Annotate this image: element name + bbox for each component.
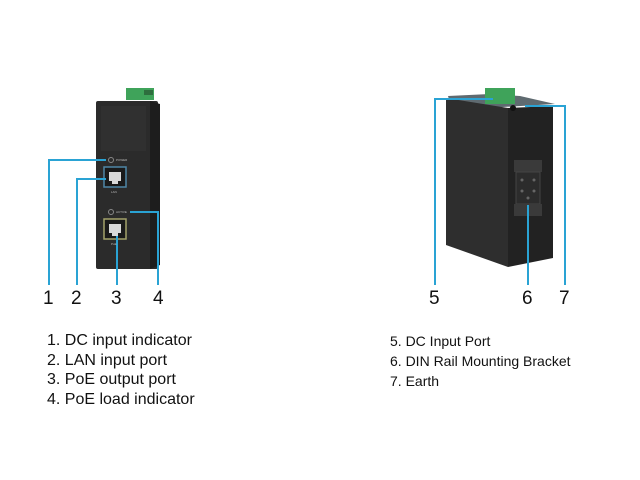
callout-line-5 [434, 98, 493, 285]
callout-number-2: 2 [71, 288, 82, 309]
callout-number-5: 5 [429, 288, 440, 309]
power-label: POWER [116, 158, 128, 162]
legend-item: 5. DC Input Port [390, 333, 491, 349]
side-device [446, 88, 555, 267]
callout-line-7 [525, 105, 566, 285]
callout-number-6: 6 [522, 288, 533, 309]
poe-label: PoE [111, 242, 117, 246]
side-callout-lines [434, 98, 566, 285]
legend-item: 1. DC input indicator [47, 332, 192, 349]
legend-side: 5. DC Input Port 6. DIN Rail Mounting Br… [390, 331, 571, 391]
earth-screw-icon [510, 105, 516, 111]
legend-front: 1. DC input indicator 2. LAN input port … [47, 331, 195, 409]
callout-number-7: 7 [559, 288, 570, 309]
legend-item: 2. LAN input port [47, 351, 168, 369]
front-callout-lines [48, 159, 159, 285]
active-led-icon [108, 209, 114, 215]
callout-line-4 [130, 211, 159, 285]
callout-line-1 [48, 159, 106, 285]
callout-line-2 [76, 178, 106, 285]
callout-number-3: 3 [111, 288, 122, 309]
power-led-icon [108, 157, 114, 163]
legend-item: 7. Earth [390, 373, 440, 389]
lan-label: LAN [111, 190, 117, 194]
callout-number-1: 1 [43, 288, 54, 309]
callout-number-4: 4 [153, 288, 164, 309]
side-terminal-block [485, 88, 515, 104]
side-device-panel [446, 98, 508, 267]
legend-item: 4. PoE load indicator [47, 390, 195, 408]
legend-item: 3. PoE output port [47, 371, 176, 388]
active-label: ACTIVE [116, 210, 127, 214]
legend-item: 6. DIN Rail Mounting Bracket [390, 353, 571, 369]
